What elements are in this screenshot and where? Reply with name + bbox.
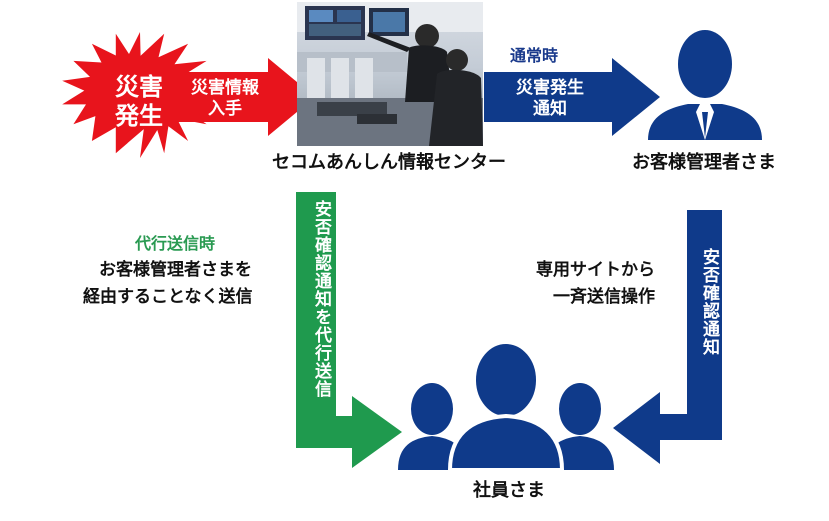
blue-vertical-arrow-label: 安否確認通知 [699,248,719,356]
center-label: セコムあんしん情報センター [272,152,506,173]
normal-time-label: 通常時 [510,46,559,65]
proxy-time-label: 代行送信時 [135,234,216,253]
proxy-desc-line1: お客様管理者さまを [99,260,252,280]
blue-arrow-line1: 災害発生 [516,78,584,98]
red-arrow-line1: 災害情報 [191,78,259,98]
blue-arrow-notify [484,58,660,136]
disaster-starburst [62,32,214,158]
blue-arrow-safety [613,210,722,464]
site-desc-line2: 一斉送信操作 [553,287,655,307]
proxy-desc-line2: 経由することなく送信 [83,287,253,307]
disaster-line1: 災害 [115,73,163,101]
admin-person-icon [648,30,762,140]
monitoring-room-photo [297,2,483,146]
blue-arrow-line2: 通知 [533,99,567,119]
red-arrow-label: 災害情報 入手 [180,78,270,120]
red-arrow-line2: 入手 [208,99,242,119]
blue-arrow-label: 災害発生 通知 [500,78,600,120]
admin-label: お客様管理者さま [632,152,776,173]
green-arrow-proxy [296,192,402,468]
site-desc-line1: 専用サイトから [536,260,655,280]
green-arrow-label: 安否確認通知を代行送信 [311,200,331,398]
employees-label: 社員さま [473,480,545,501]
disaster-line2: 発生 [115,102,163,130]
employees-icon [398,340,614,472]
disaster-occurred-label: 災害 発生 [99,73,179,131]
red-arrow [150,58,315,136]
